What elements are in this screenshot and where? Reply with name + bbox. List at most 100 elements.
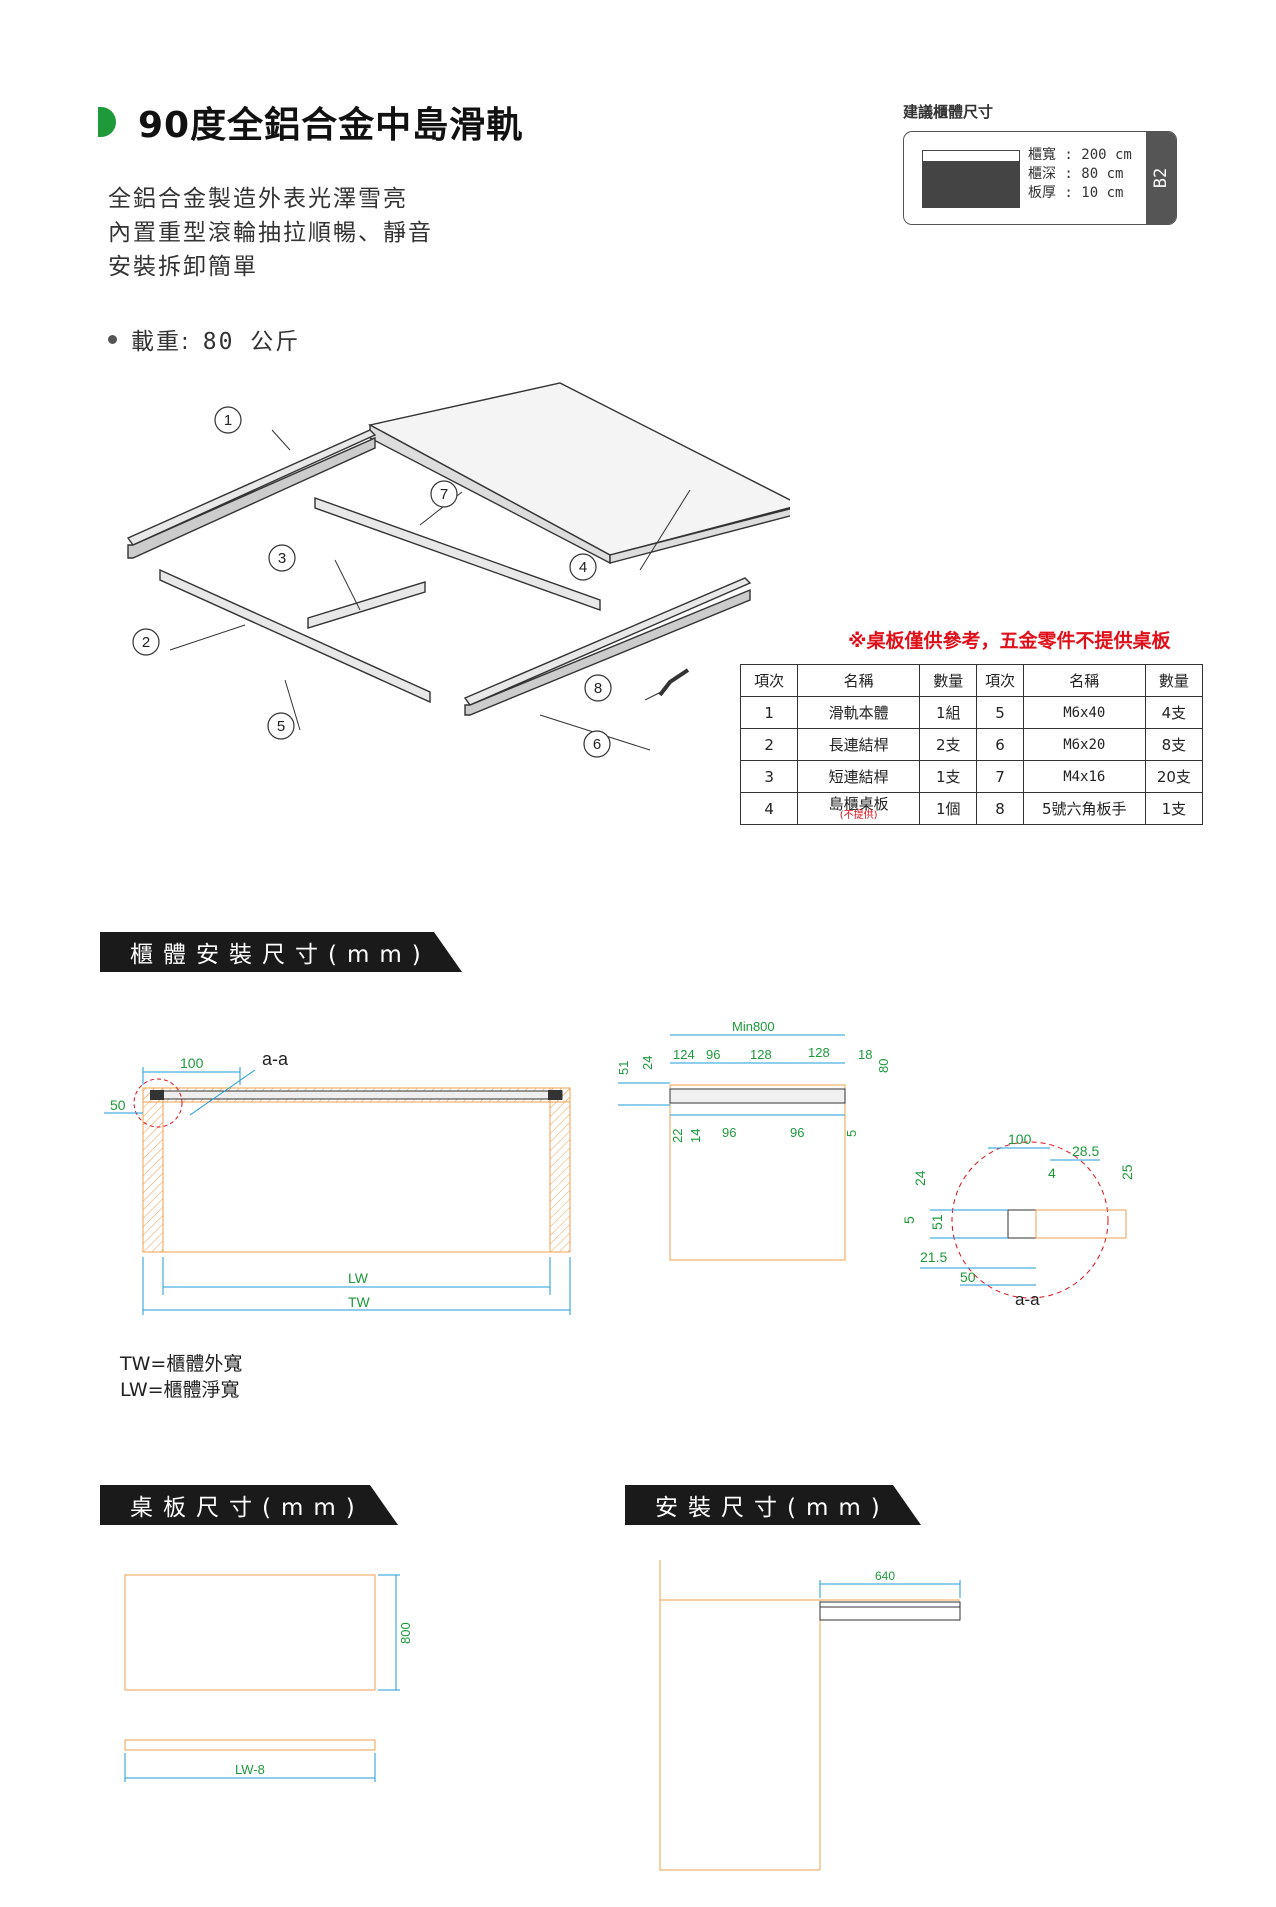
slide-rail-top-body xyxy=(127,436,376,559)
detail-label-aa: a-a xyxy=(1015,1290,1040,1309)
legend: TW=櫃體外寬 LW=櫃體淨寬 xyxy=(120,1351,242,1403)
dim-96b: 96 xyxy=(722,1125,736,1140)
header-name: 名稱 xyxy=(797,664,921,697)
load-value: 80 公斤 xyxy=(202,329,301,355)
parts-table: 項次 名稱 數量 項次 名稱 數量 1 滑軌本體 1組 5 M6x40 4支 2… xyxy=(739,664,1204,825)
part-qty: 2支 xyxy=(919,728,978,761)
dim-tw: TW xyxy=(348,1294,371,1310)
suggested-size-label: 建議櫃體尺寸 xyxy=(903,103,994,121)
detail-dim-50: 50 xyxy=(960,1269,976,1285)
size-thickness: 板厚 : 10 cm xyxy=(1028,185,1124,201)
table-row: 3 短連結桿 1支 7 M4x16 20支 xyxy=(739,760,1204,793)
title-marker-icon xyxy=(98,107,116,137)
tabletop-dim-lw8: LW-8 xyxy=(235,1762,265,1777)
cabinet-right-panel xyxy=(549,1087,571,1253)
part-name: 5號六角板手 xyxy=(1022,792,1146,825)
detail-dim-4: 4 xyxy=(1048,1165,1056,1181)
table-row: 1 滑軌本體 1組 5 M6x40 4支 xyxy=(739,696,1204,729)
rail-bracket-right xyxy=(548,1090,562,1100)
detail-aa-circle xyxy=(951,1141,1109,1299)
description-line: 安裝拆卸簡單 xyxy=(108,254,258,280)
header-name: 名稱 xyxy=(1022,664,1146,697)
callout-3-circle xyxy=(268,544,296,572)
detail-dim-25: 25 xyxy=(1119,1164,1135,1180)
install-dim-640: 640 xyxy=(875,1569,895,1583)
callout-7: 7 xyxy=(440,486,448,503)
rail-profile xyxy=(1007,1209,1037,1239)
long-connecting-rod-lower xyxy=(159,568,431,704)
part-name: M4x16 xyxy=(1022,760,1146,793)
header-no: 項次 xyxy=(739,664,799,697)
description: 全鋁合金製造外表光澤雪亮 內置重型滾輪抽拉順暢、靜音 安裝拆卸簡單 xyxy=(108,182,433,284)
install-drawing: 640 xyxy=(659,1560,961,1871)
slide-rail-top xyxy=(126,429,377,546)
table-header-row: 項次 名稱 數量 項次 名稱 數量 xyxy=(739,664,1204,697)
size-code: B2 xyxy=(1151,167,1171,189)
install-cabinet-outline xyxy=(659,1560,820,1871)
size-specs: 櫃寬 : 200 cm 櫃深 : 80 cm 板厚 : 10 cm xyxy=(1028,146,1132,203)
load-spec: 載重: 80 公斤 xyxy=(108,322,300,356)
detail-aa-drawing: 100 28.5 4 25 24 5 51 21.5 50 a-a xyxy=(901,1131,1135,1309)
dim-128a: 128 xyxy=(750,1047,772,1062)
part-name-cell: 島櫃桌板 (不提供) xyxy=(797,792,921,825)
detail-dim-24: 24 xyxy=(912,1170,928,1186)
part-no: 7 xyxy=(976,760,1024,793)
cabinet-top-icon xyxy=(922,150,1020,162)
page-title: 90度全鋁合金中島滑軌 xyxy=(138,105,524,146)
panel-profile xyxy=(1035,1209,1127,1239)
dim-24: 24 xyxy=(640,1056,655,1070)
part-name: M6x20 xyxy=(1022,728,1146,761)
dim-aa: a-a xyxy=(262,1049,289,1069)
part-no: 3 xyxy=(739,760,799,793)
part-name: 島櫃桌板 xyxy=(828,794,889,813)
tabletop-note: ※桌板僅供參考，五金零件不提供桌板 xyxy=(848,630,1171,652)
section-tabletop-heading: 桌板尺寸(mm) xyxy=(100,1485,398,1525)
bullet-icon xyxy=(108,334,117,344)
table-row: 2 長連結桿 2支 6 M6x20 8支 xyxy=(739,728,1204,761)
exploded-diagram: 1 2 3 4 5 6 7 8 xyxy=(126,382,790,758)
part-qty: 4支 xyxy=(1144,696,1204,729)
callout-6: 6 xyxy=(593,736,601,753)
header-no: 項次 xyxy=(976,664,1024,697)
dim-96a: 96 xyxy=(706,1047,720,1062)
description-line: 內置重型滾輪抽拉順暢、靜音 xyxy=(108,220,433,246)
callout-6-circle xyxy=(583,730,611,758)
detail-dim-21-5: 21.5 xyxy=(920,1249,947,1265)
size-width: 櫃寬 : 200 cm xyxy=(1028,147,1132,163)
part-no: 5 xyxy=(976,696,1024,729)
slide-rail-bottom-body xyxy=(464,588,751,716)
rail-side xyxy=(669,1088,846,1104)
page-title-block: 90度全鋁合金中島滑軌 xyxy=(98,96,523,148)
callout-4: 4 xyxy=(579,559,587,576)
dim-5: 5 xyxy=(844,1130,859,1137)
slide-rail-section xyxy=(151,1090,563,1100)
part-qty: 8支 xyxy=(1144,728,1204,761)
dim-96c: 96 xyxy=(790,1125,804,1140)
detail-dim-51: 51 xyxy=(929,1214,945,1230)
dim-124: 124 xyxy=(673,1047,695,1062)
section-cabinet-heading: 櫃體安裝尺寸(mm) xyxy=(100,932,462,972)
callout-8: 8 xyxy=(594,680,602,697)
part-qty: 1支 xyxy=(1144,792,1204,825)
callout-2-circle xyxy=(132,628,160,656)
callout-8-circle xyxy=(584,674,612,702)
part-no: 8 xyxy=(976,792,1024,825)
part-name: M6x40 xyxy=(1022,696,1146,729)
tabletop-drawing: 800 LW-8 xyxy=(124,1574,413,1782)
callout-7-circle xyxy=(430,480,458,508)
part-no: 4 xyxy=(739,792,799,825)
part-qty: 1支 xyxy=(919,760,978,793)
dim-80: 80 xyxy=(876,1059,891,1073)
short-connecting-rod xyxy=(307,581,426,629)
cabinet-left-panel xyxy=(142,1087,164,1253)
part-no: 2 xyxy=(739,728,799,761)
header-qty: 數量 xyxy=(919,664,978,697)
part-name: 滑軌本體 xyxy=(797,696,921,729)
hex-wrench-part xyxy=(658,668,690,697)
long-connecting-rod-upper xyxy=(314,497,601,611)
detail-dim-5: 5 xyxy=(901,1216,917,1224)
callout-5: 5 xyxy=(277,718,285,735)
detail-dim-100: 100 xyxy=(1008,1131,1032,1147)
callout-2: 2 xyxy=(142,634,150,651)
size-depth: 櫃深 : 80 cm xyxy=(1028,166,1124,182)
